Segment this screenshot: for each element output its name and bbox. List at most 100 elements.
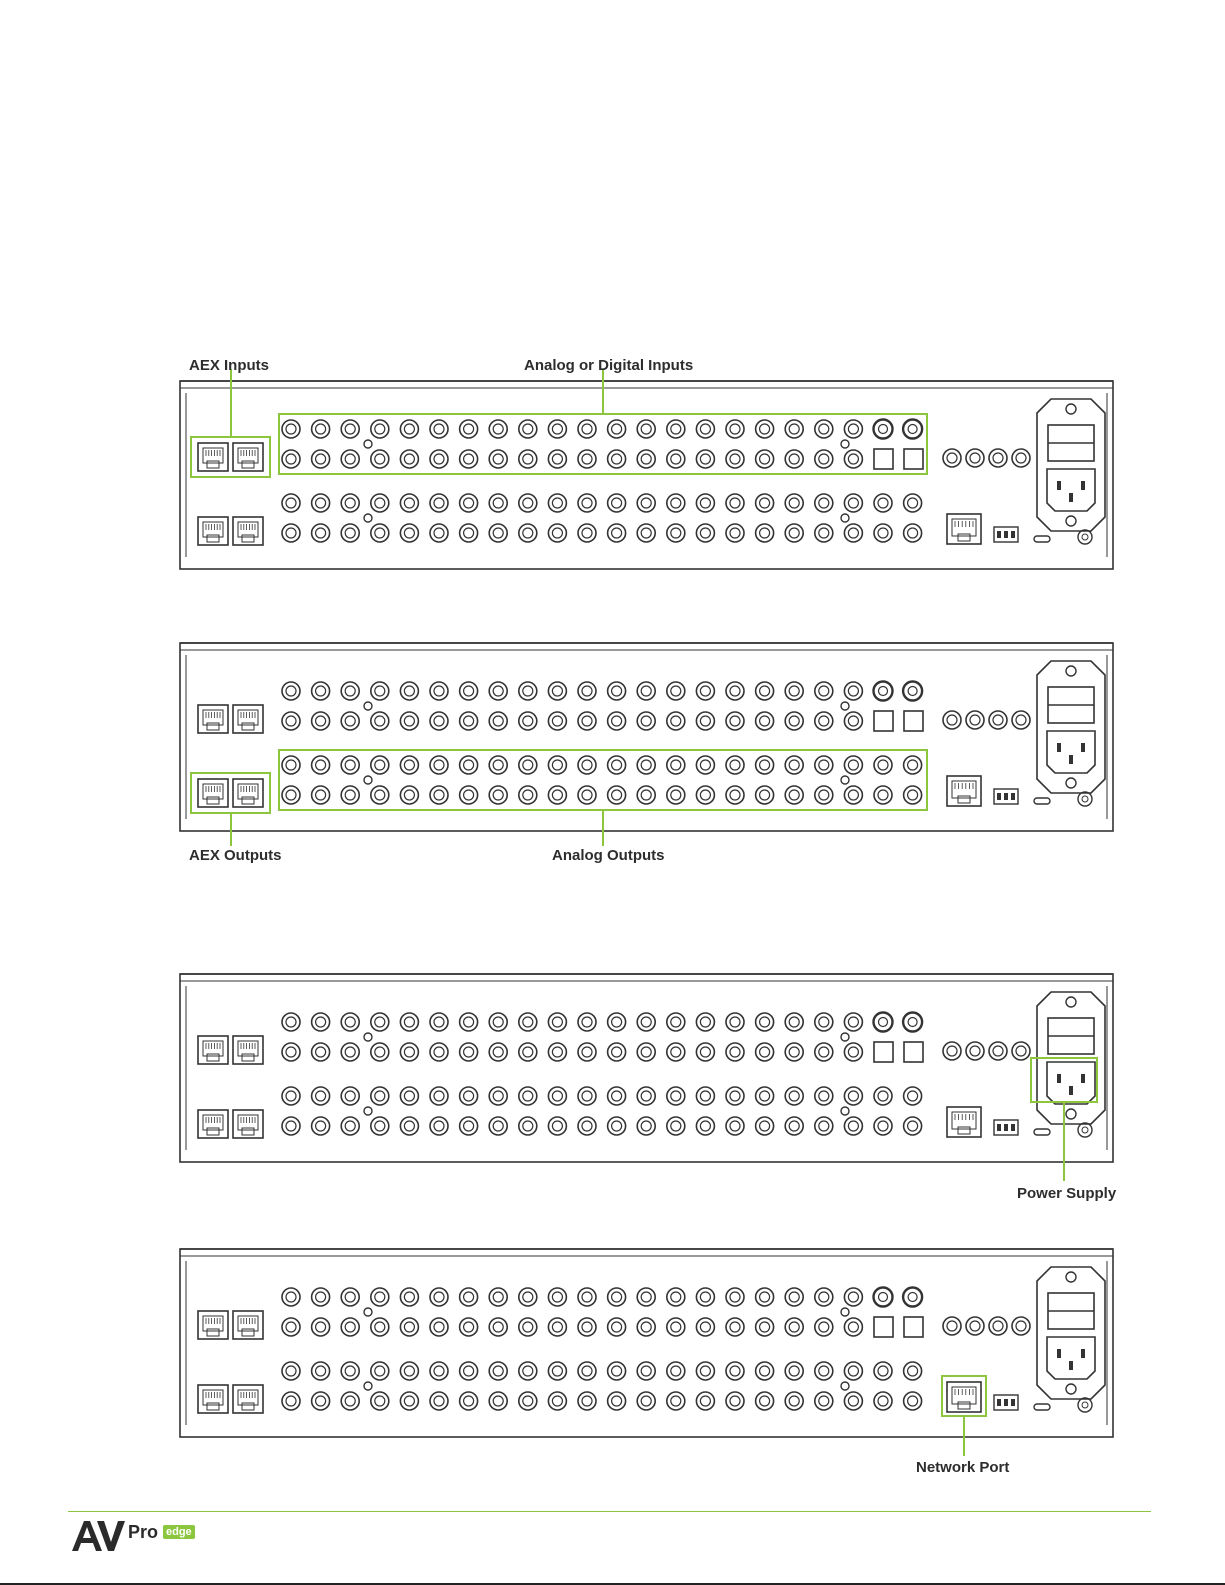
output-jack-inner (641, 760, 651, 770)
output-jack-inner (582, 760, 592, 770)
input-jack (400, 1043, 418, 1061)
control-jack-4-inner (1016, 453, 1026, 463)
control-jack-4-inner (1016, 1321, 1026, 1331)
input-jack (756, 682, 774, 700)
control-jack-3 (989, 1042, 1007, 1060)
input-jack (578, 420, 596, 438)
input-jack (785, 1043, 803, 1061)
input-jack (371, 450, 389, 468)
label-dot (841, 1308, 849, 1316)
input-jack (282, 1288, 300, 1306)
input-jack-inner (612, 1292, 622, 1302)
usb-c-port (1034, 536, 1050, 542)
output-jack (371, 1087, 389, 1105)
input-jack-inner (730, 1047, 740, 1057)
output-jack-inner (760, 1091, 770, 1101)
input-jack-inner (286, 1047, 296, 1057)
output-jack (282, 1392, 300, 1410)
output-jack (756, 494, 774, 512)
input-jack (815, 682, 833, 700)
label-dot (364, 776, 372, 784)
output-jack-inner (523, 528, 533, 538)
input-jack-inner (730, 1322, 740, 1332)
output-jack (696, 1117, 714, 1135)
input-jack (312, 1013, 330, 1031)
output-jack-inner (819, 498, 829, 508)
input-jack-inner (848, 716, 858, 726)
input-jack (430, 1288, 448, 1306)
input-jack (815, 1318, 833, 1336)
input-jack (282, 450, 300, 468)
output-jack (667, 1392, 685, 1410)
input-jack (460, 1318, 478, 1336)
output-jack-inner (671, 790, 681, 800)
output-jack-inner (700, 1366, 710, 1376)
input-jack (312, 712, 330, 730)
output-jack (371, 494, 389, 512)
output-jack (548, 1362, 566, 1380)
ground-screw (1078, 1398, 1092, 1412)
input-jack (815, 450, 833, 468)
output-jack-inner (789, 1396, 799, 1406)
output-jack (341, 1087, 359, 1105)
input-jack-inner (700, 1322, 710, 1332)
input-jack (815, 1043, 833, 1061)
input-jack-inner (434, 716, 444, 726)
input-jack-inner (641, 686, 651, 696)
output-jack-inner (345, 1396, 355, 1406)
output-jack (400, 1117, 418, 1135)
output-jack-inner (493, 528, 503, 538)
output-jack-inner (700, 760, 710, 770)
output-jack-inner (552, 1396, 562, 1406)
output-jack-inner (819, 760, 829, 770)
control-jack-1-inner (947, 1046, 957, 1056)
callout-aex-outputs: AEX Outputs (189, 847, 282, 864)
output-jack-inner (789, 1091, 799, 1101)
iec-inlet (1047, 1337, 1095, 1379)
output-jack-inner (286, 1396, 296, 1406)
output-jack (785, 1117, 803, 1135)
logo-av-text: AV (70, 1517, 72, 1518)
digital-input-jack (903, 682, 922, 701)
digital-input-jack-inner (908, 687, 917, 696)
output-jack (608, 494, 626, 512)
input-jack-inner (700, 454, 710, 464)
input-jack-inner (493, 1017, 503, 1027)
avpro-edge-logo: AV Pro edge (70, 1515, 210, 1557)
control-jack-3-inner (993, 715, 1003, 725)
input-jack (282, 712, 300, 730)
output-jack (341, 1392, 359, 1410)
output-jack-inner (464, 498, 474, 508)
input-jack (578, 682, 596, 700)
input-jack (312, 1043, 330, 1061)
output-jack (519, 1117, 537, 1135)
output-jack (696, 1362, 714, 1380)
callout-analog-digital-inputs: Analog or Digital Inputs (524, 357, 693, 374)
input-jack-inner (671, 1017, 681, 1027)
output-jack-inner (848, 1121, 858, 1131)
phoenix-pin (1004, 793, 1008, 800)
input-jack-inner (286, 716, 296, 726)
input-jack (785, 1013, 803, 1031)
output-jack (667, 786, 685, 804)
output-jack (548, 524, 566, 542)
input-jack (371, 1043, 389, 1061)
input-jack-inner (612, 1322, 622, 1332)
control-jack-1 (943, 1317, 961, 1335)
output-jack (430, 494, 448, 512)
network-port-socket (952, 781, 976, 798)
output-jack (696, 1392, 714, 1410)
optical-port-1 (874, 449, 893, 469)
input-jack-inner (700, 1047, 710, 1057)
input-jack (696, 1288, 714, 1306)
input-jack (400, 1318, 418, 1336)
output-jack (696, 756, 714, 774)
input-jack (844, 420, 862, 438)
ground-screw (1078, 792, 1092, 806)
input-jack (756, 1043, 774, 1061)
output-jack (844, 786, 862, 804)
output-jack (519, 524, 537, 542)
input-jack (312, 1318, 330, 1336)
input-jack (282, 682, 300, 700)
input-jack-inner (700, 1292, 710, 1302)
